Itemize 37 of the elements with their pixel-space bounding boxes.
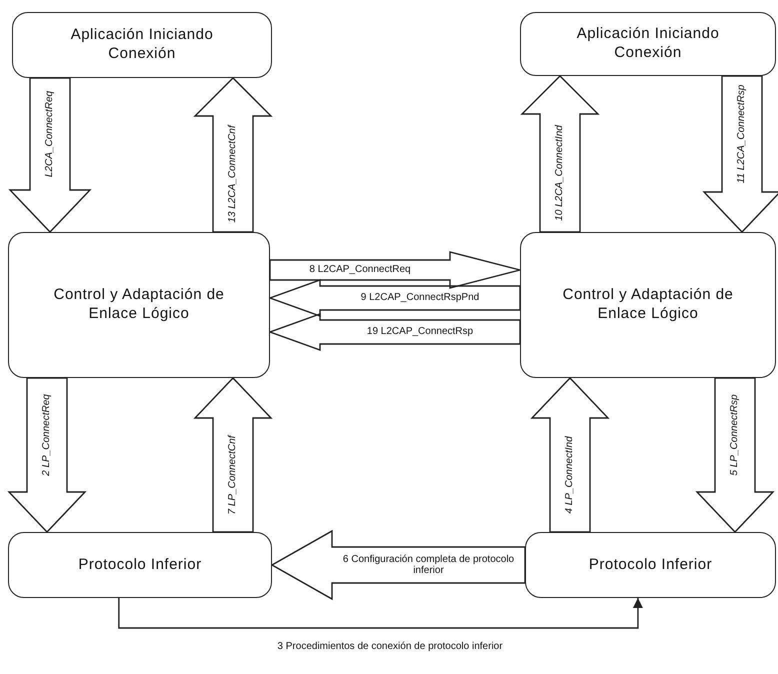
- edge-label: 11 L2CA_ConnectRsp: [736, 84, 748, 184]
- block-arrow: [702, 75, 778, 234]
- block-arrow: [270, 530, 526, 600]
- block-arrow: [8, 77, 92, 234]
- block-arrow: [695, 377, 775, 534]
- edge-label: 4 LP_ConnectInd: [564, 436, 576, 514]
- process-box: [12, 12, 272, 78]
- box-label: Aplicación Iniciando Conexión: [576, 25, 720, 63]
- arrow: [118, 598, 643, 629]
- edge-label: 5 LP_ConnectRsp: [729, 394, 741, 476]
- edge-label: 6 Configuración completa de protocolo inferior: [342, 554, 516, 576]
- process-box: [520, 12, 776, 76]
- process-box: [525, 532, 776, 598]
- edge-label: L2CA_ConnectReq: [44, 90, 56, 178]
- process-box: [8, 232, 270, 378]
- block-arrow: [268, 279, 521, 317]
- block-arrow: [268, 313, 521, 351]
- edge-label: 10 L2CA_ConnectInd: [554, 125, 566, 221]
- edge-label: 13 L2CA_ConnectCnf: [227, 125, 239, 223]
- block-arrow: [193, 77, 273, 233]
- box-label: Control y Adaptación de Enlace Lógico: [562, 286, 734, 324]
- edge-label: 19 L2CAP_ConnectRsp: [366, 326, 474, 338]
- process-box: [520, 232, 776, 378]
- box-label: Protocolo Inferior: [78, 556, 202, 574]
- edge-label: 9 L2CAP_ConnectRspPnd: [360, 292, 480, 304]
- box-label: Aplicación Iniciando Conexión: [70, 26, 214, 64]
- edge-label: 7 LP_ConnectCnf: [227, 436, 239, 514]
- process-box: [8, 532, 272, 598]
- box-label: Control y Adaptación de Enlace Lógico: [52, 286, 226, 324]
- box-label: Protocolo Inferior: [588, 556, 712, 574]
- edge-label: 8 L2CAP_ConnectReq: [309, 264, 411, 276]
- block-arrow: [530, 376, 610, 533]
- block-arrow: [269, 251, 521, 289]
- edge-label: 2 LP_ConnectReq: [41, 394, 53, 476]
- block-arrow: [193, 376, 273, 533]
- block-arrow: [520, 75, 600, 233]
- block-arrow: [7, 377, 87, 534]
